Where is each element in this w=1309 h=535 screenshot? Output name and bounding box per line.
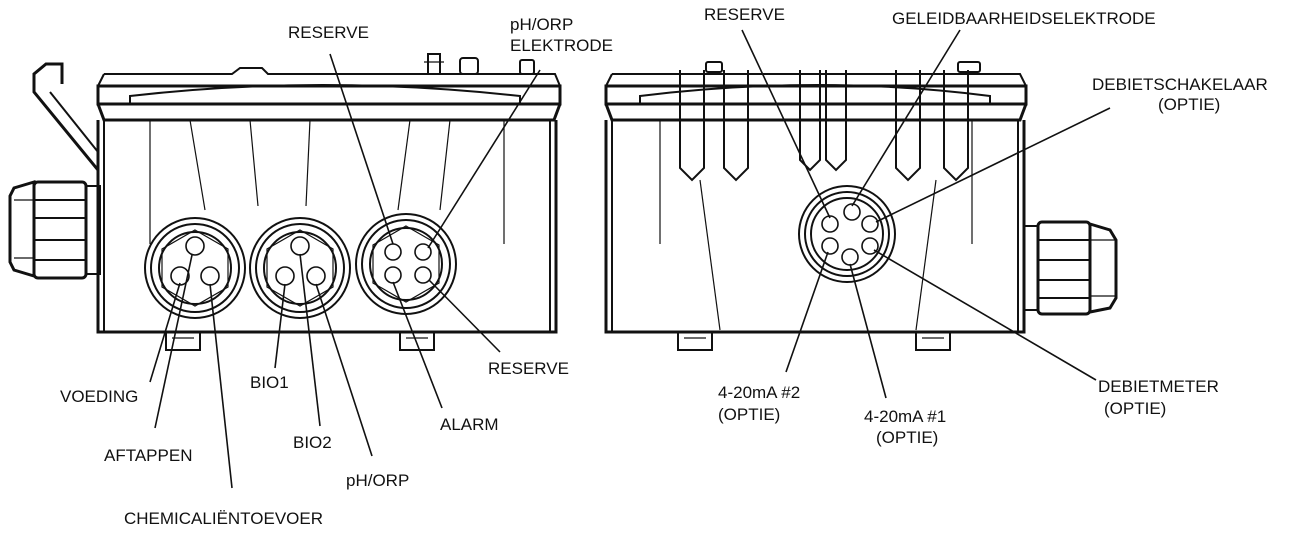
label-geleidbaarheidselektrode: GELEIDBAARHEIDSELEKTRODE [892, 9, 1156, 28]
label-bio1: BIO1 [250, 373, 289, 392]
label-aftappen: AFTAPPEN [104, 446, 192, 465]
left-cable-gland [8, 179, 101, 280]
right-enclosure [604, 61, 1118, 351]
right-cable-gland [1023, 220, 1118, 316]
right-leader-lines [741, 29, 1111, 399]
label-4-20ma-1-line2: (OPTIE) [876, 428, 938, 447]
left-enclosure [8, 53, 562, 351]
connector-6-pin [798, 185, 896, 283]
left-labels: RESERVE pH/ORP ELEKTRODE VOEDING AFTAPPE… [60, 15, 613, 528]
label-chemicalientoevoer: CHEMICALIËNTOEVOER [124, 509, 323, 528]
label-reserve-top: RESERVE [288, 23, 369, 42]
label-debietschakelaar-line1: DEBIETSCHAKELAAR [1092, 75, 1268, 94]
label-debietmeter-line2: (OPTIE) [1104, 399, 1166, 418]
label-voeding: VOEDING [60, 387, 138, 406]
right-labels: RESERVE GELEIDBAARHEIDSELEKTRODE DEBIETS… [704, 5, 1268, 447]
label-debietmeter-line1: DEBIETMETER [1098, 377, 1219, 396]
label-alarm: ALARM [440, 415, 499, 434]
hinge-tabs [679, 61, 981, 182]
connector-alarm-reserve-ph-elektrode [355, 213, 457, 315]
left-leader-lines [149, 53, 541, 489]
label-debietschakelaar-line2: (OPTIE) [1158, 95, 1220, 114]
label-reserve-bottom: RESERVE [488, 359, 569, 378]
label-ph-orp-elektrode-line2: ELEKTRODE [510, 36, 613, 55]
label-ph-orp: pH/ORP [346, 471, 409, 490]
connector-voeding-aftappen-chemicalien [144, 217, 246, 319]
label-reserve-right: RESERVE [704, 5, 785, 24]
label-4-20ma-1-line1: 4-20mA #1 [864, 407, 946, 426]
label-4-20ma-2-line2: (OPTIE) [718, 405, 780, 424]
label-4-20ma-2-line1: 4-20mA #2 [718, 383, 800, 402]
connector-bio-ph [249, 217, 351, 319]
label-bio2: BIO2 [293, 433, 332, 452]
label-ph-orp-elektrode-line1: pH/ORP [510, 15, 573, 34]
